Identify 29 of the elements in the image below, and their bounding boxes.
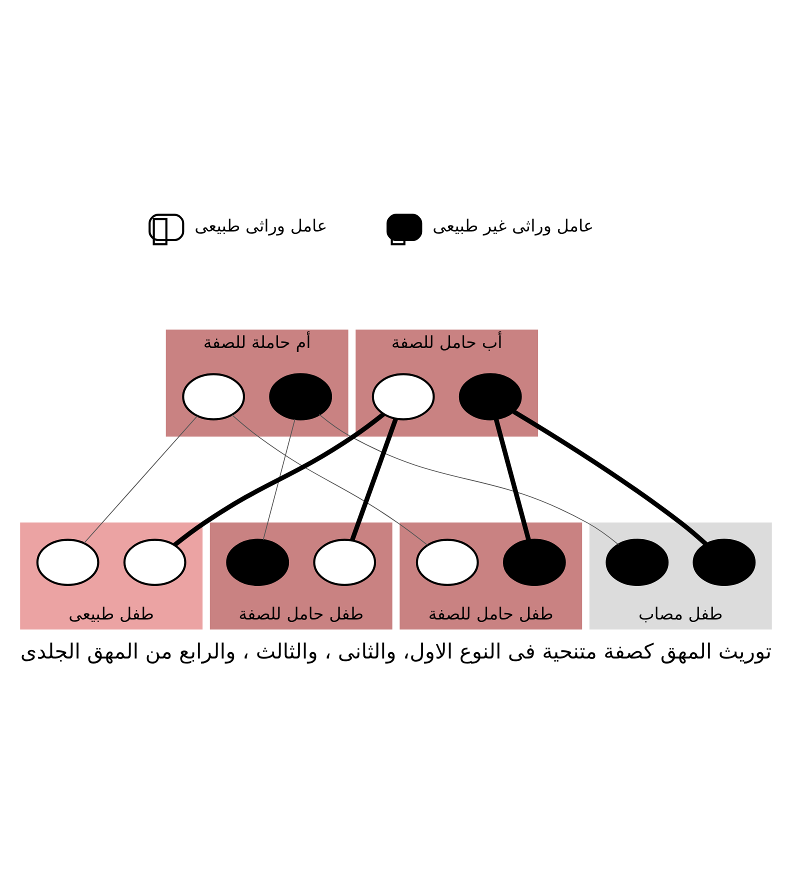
legend-label: عامل وراثى طبيعى [194, 214, 328, 235]
connector [512, 409, 708, 546]
connector [262, 418, 296, 540]
node-circle [692, 538, 756, 586]
node-circle [416, 538, 479, 586]
cluster: طفل طبيعى [20, 522, 203, 629]
connector [84, 415, 198, 544]
node-circle [372, 372, 435, 420]
node-circle [226, 538, 290, 586]
cluster: طفل حامل للصفة [400, 522, 582, 629]
connector [318, 414, 619, 545]
connector [350, 418, 398, 541]
caption: توريث المهق كصفة متنحية فى النوع الاول، والثانى ، والثالث ، والرابع من المهق الجلدى [20, 638, 772, 663]
node-circle [313, 538, 376, 586]
node-circle [458, 372, 522, 420]
node-circle [123, 538, 186, 586]
cluster: أم حاملة للصفة [166, 329, 348, 436]
connector [173, 412, 386, 546]
connector [494, 418, 531, 540]
node-circle [36, 538, 100, 586]
node-circle [606, 538, 669, 586]
connector [231, 414, 428, 546]
node-circle [269, 372, 332, 420]
cluster: طفل مصاب [589, 522, 772, 629]
legend-label: عامل وراثى غير طبيعى [432, 214, 594, 235]
cluster: طفل حامل للصفة [210, 522, 392, 629]
node-circle [502, 538, 566, 586]
cluster: أب حامل للصفة [356, 329, 538, 436]
node-circle [182, 372, 246, 420]
